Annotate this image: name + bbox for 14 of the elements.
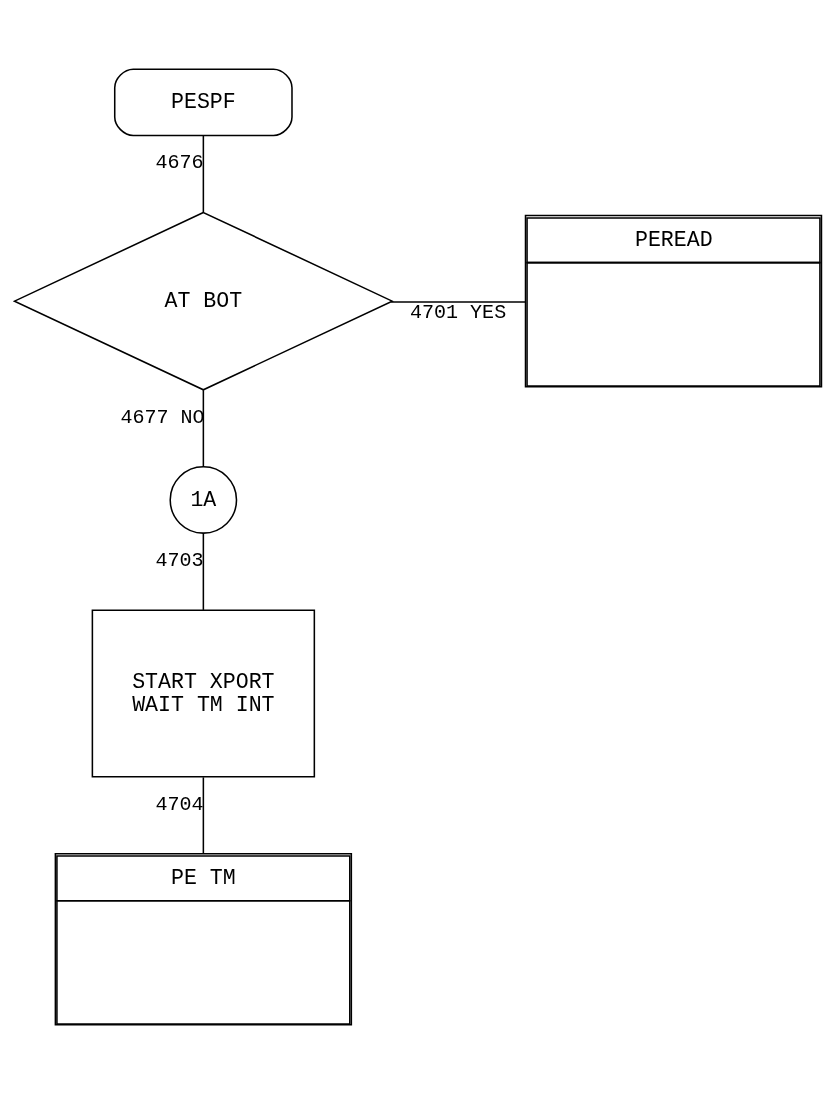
node-diamond: AT BOT (12, 211, 394, 391)
connector (390, 300, 526, 303)
edge-label: 4704 (155, 792, 204, 816)
node-box: PESPF (113, 67, 293, 136)
edge-label: 4677 NO (120, 405, 205, 429)
connector (202, 134, 205, 213)
edge-label: 4703 (155, 548, 204, 572)
connector (202, 531, 205, 611)
connector (202, 388, 205, 468)
edge-label: 4676 (155, 150, 204, 174)
edge-label: 4701 YES (410, 300, 507, 324)
node-box: START XPORT WAIT TM INT (91, 608, 316, 777)
node-circle: 1A (169, 465, 238, 534)
connector (202, 776, 205, 854)
